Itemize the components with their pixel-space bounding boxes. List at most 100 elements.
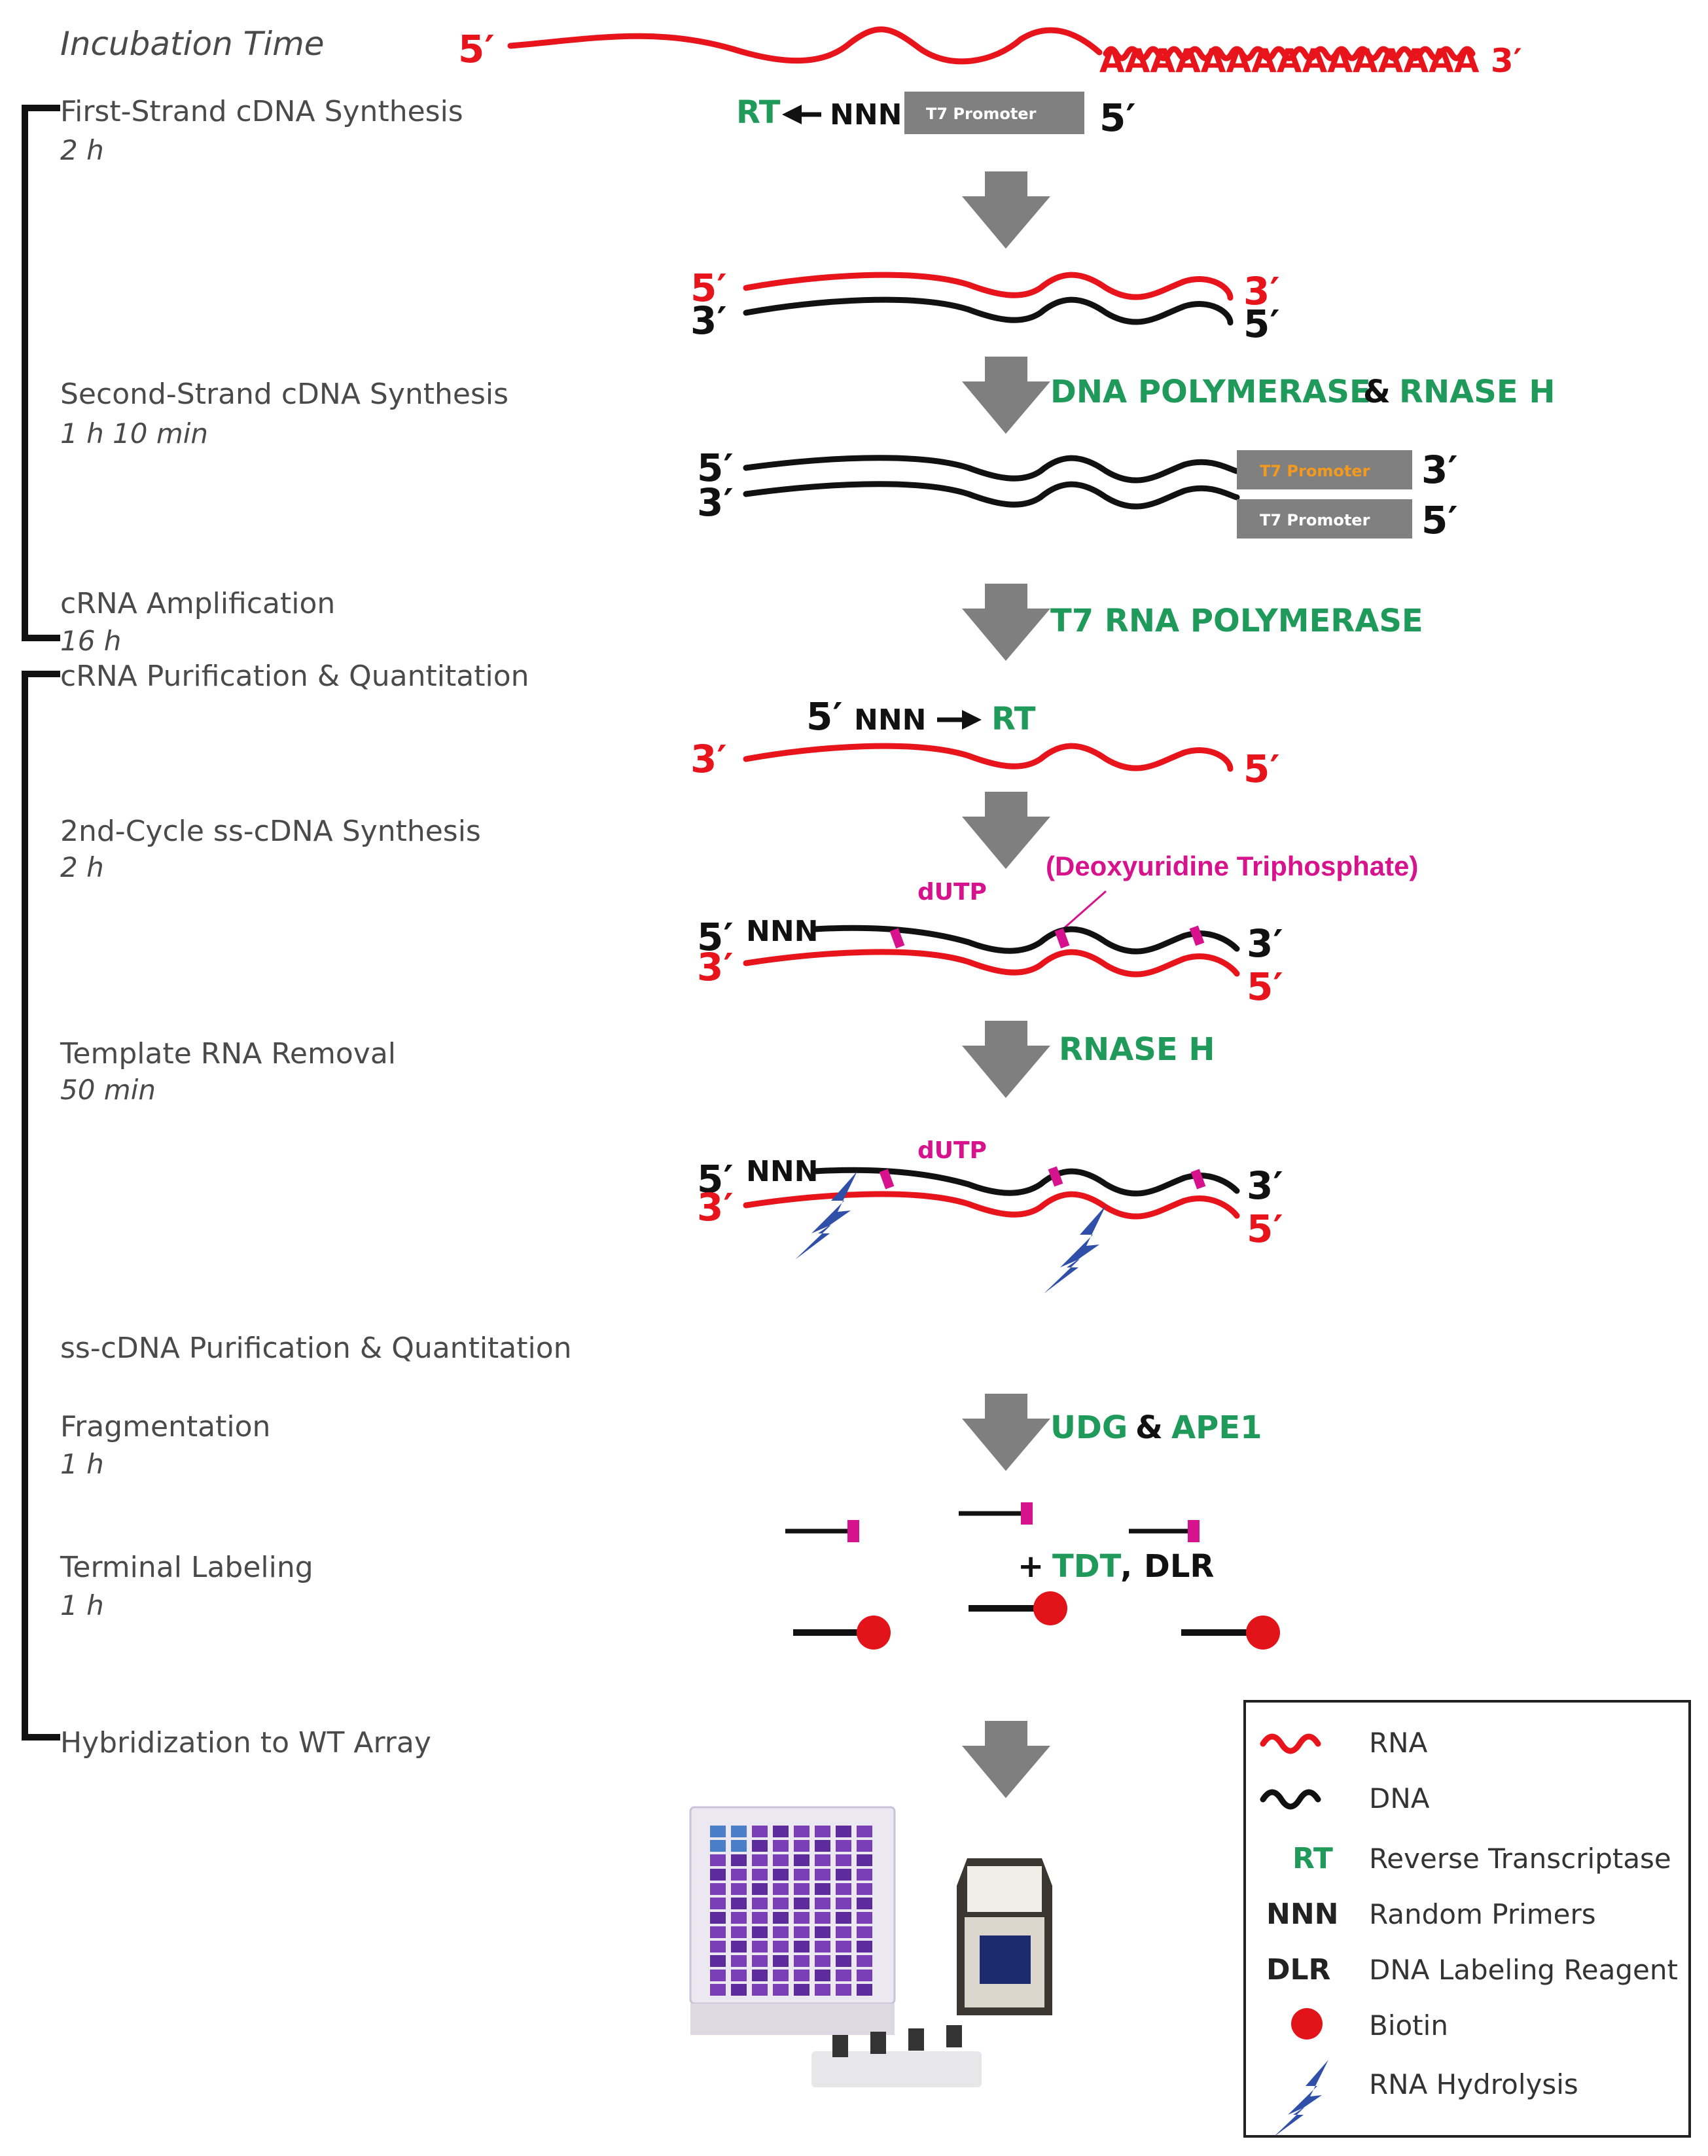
rna-hydrolysis-duplex: 5′ NNN 3′ 3′ 5′: [697, 1155, 1283, 1294]
array-well: [815, 1898, 830, 1909]
dutp-end-mark: [1021, 1502, 1033, 1525]
legend-nnn-label: Random Primers: [1369, 1898, 1596, 1930]
array-well: [836, 1826, 851, 1837]
array-well: [794, 1926, 810, 1938]
svg-text:2 h: 2 h: [60, 851, 104, 883]
array-well: [773, 1955, 789, 1967]
array-well: [710, 1898, 726, 1909]
step-second-strand: Second-Strand cDNA Synthesis 1 h 10 min: [60, 378, 508, 450]
array-well: [752, 1912, 768, 1924]
legend-biotin-icon: [1291, 2008, 1323, 2040]
array-well: [773, 1840, 789, 1852]
process-arrow-3: T7 RNA POLYMERASE: [962, 584, 1423, 661]
array-well-grid: [710, 1826, 872, 1996]
legend-rt-abbr: RT: [1292, 1842, 1333, 1875]
array-well: [752, 1840, 768, 1852]
svg-text:5′: 5′: [1247, 964, 1283, 1009]
svg-text:+: +: [1018, 1548, 1044, 1585]
array-well: [731, 1926, 747, 1938]
process-arrow-2: DNA POLYMERASE & RNASE H: [962, 357, 1556, 434]
process-arrow-4: [962, 792, 1050, 869]
array-well: [815, 1984, 830, 1996]
array-well: [815, 1970, 830, 1981]
step-crna-amplification: cRNA Amplification 16 h: [60, 587, 335, 657]
array-well: [857, 1898, 872, 1909]
step-first-strand: First-Strand cDNA Synthesis 2 h: [60, 95, 463, 166]
legend-dna-label: DNA: [1369, 1782, 1430, 1814]
array-well: [710, 1941, 726, 1953]
array-well: [857, 1926, 872, 1938]
array-well: [731, 1826, 747, 1837]
dutp-mark: [1190, 1169, 1206, 1190]
array-well: [815, 1926, 830, 1938]
incubation-time-heading: Incubation Time: [60, 25, 325, 63]
array-well: [752, 1955, 768, 1967]
svg-text:3′: 3′: [1421, 448, 1458, 492]
svg-text:NNN: NNN: [746, 1155, 818, 1188]
array-well: [794, 1941, 810, 1953]
array-well: [752, 1826, 768, 1837]
array-well: [815, 1883, 830, 1895]
svg-text:5′: 5′: [1247, 1207, 1283, 1251]
dutp-mark: [1189, 925, 1205, 946]
svg-text:50 min: 50 min: [60, 1074, 156, 1106]
array-well: [794, 1840, 810, 1852]
rna-cdna-hybrid: 5′ 3′ 3′ 5′: [690, 266, 1280, 346]
svg-text:RNASE H: RNASE H: [1399, 374, 1556, 410]
array-well: [752, 1869, 768, 1881]
svg-text:1 h 10 min: 1 h 10 min: [60, 417, 208, 450]
svg-text:T7 Promoter: T7 Promoter: [1260, 462, 1370, 480]
dutp-mark: [1048, 1166, 1063, 1187]
svg-text:NNN: NNN: [830, 98, 902, 132]
array-well: [794, 1912, 810, 1924]
legend-rna-label: RNA: [1369, 1727, 1428, 1759]
array-well: [731, 1941, 747, 1953]
array-well: [752, 1926, 768, 1938]
svg-text:3′: 3′: [1247, 1163, 1283, 1208]
svg-text:3′: 3′: [697, 480, 734, 525]
svg-text:RNASE H: RNASE H: [1059, 1031, 1215, 1068]
process-arrow-5: RNASE H: [962, 1021, 1215, 1098]
dutp-end-mark: [1188, 1520, 1200, 1542]
svg-text:2 h: 2 h: [60, 134, 104, 166]
svg-text:1 h: 1 h: [60, 1448, 104, 1480]
array-well: [794, 1826, 810, 1837]
svg-text:5′: 5′: [806, 694, 843, 739]
svg-text:First-Strand cDNA Synthesis: First-Strand cDNA Synthesis: [60, 95, 463, 128]
rna-hydrolysis-icon: [795, 1171, 857, 1260]
svg-text:&: &: [1135, 1409, 1163, 1446]
array-well: [773, 1941, 789, 1953]
process-arrow-7: [962, 1721, 1050, 1798]
array-well: [857, 1941, 872, 1953]
t7-promoter-box: [904, 92, 1084, 134]
step-2nd-cycle: 2nd-Cycle ss-cDNA Synthesis 2 h: [60, 815, 481, 883]
array-well: [731, 1984, 747, 1996]
array-well: [794, 1869, 810, 1881]
svg-text:3′: 3′: [690, 298, 727, 343]
svg-text:NNN: NNN: [746, 915, 818, 948]
svg-text:5′: 5′: [697, 446, 734, 490]
dutp-label-2: dUTP: [917, 1137, 987, 1164]
svg-text:1 h: 1 h: [60, 1589, 104, 1621]
array-well: [815, 1912, 830, 1924]
array-well: [815, 1840, 830, 1852]
array-well: [752, 1854, 768, 1866]
array-well: [815, 1826, 830, 1837]
array-well: [710, 1883, 726, 1895]
array-well: [710, 1955, 726, 1967]
array-well: [857, 1955, 872, 1967]
array-well: [752, 1984, 768, 1996]
svg-text:APE1: APE1: [1171, 1409, 1262, 1446]
svg-text:cRNA Amplification: cRNA Amplification: [60, 587, 335, 620]
array-well: [857, 1970, 872, 1981]
array-well: [773, 1854, 789, 1866]
svg-text:RT: RT: [736, 94, 781, 131]
svg-text:T7 Promoter: T7 Promoter: [926, 105, 1037, 123]
array-well: [773, 1883, 789, 1895]
svg-text:TDT: TDT: [1052, 1548, 1122, 1585]
svg-text:cRNA Purification & Quantitati: cRNA Purification & Quantitation: [60, 660, 529, 693]
array-well: [710, 1970, 726, 1981]
biotin-icon: [1033, 1591, 1067, 1625]
array-well: [836, 1970, 851, 1981]
legend-dna-swatch: [1260, 1789, 1321, 1810]
